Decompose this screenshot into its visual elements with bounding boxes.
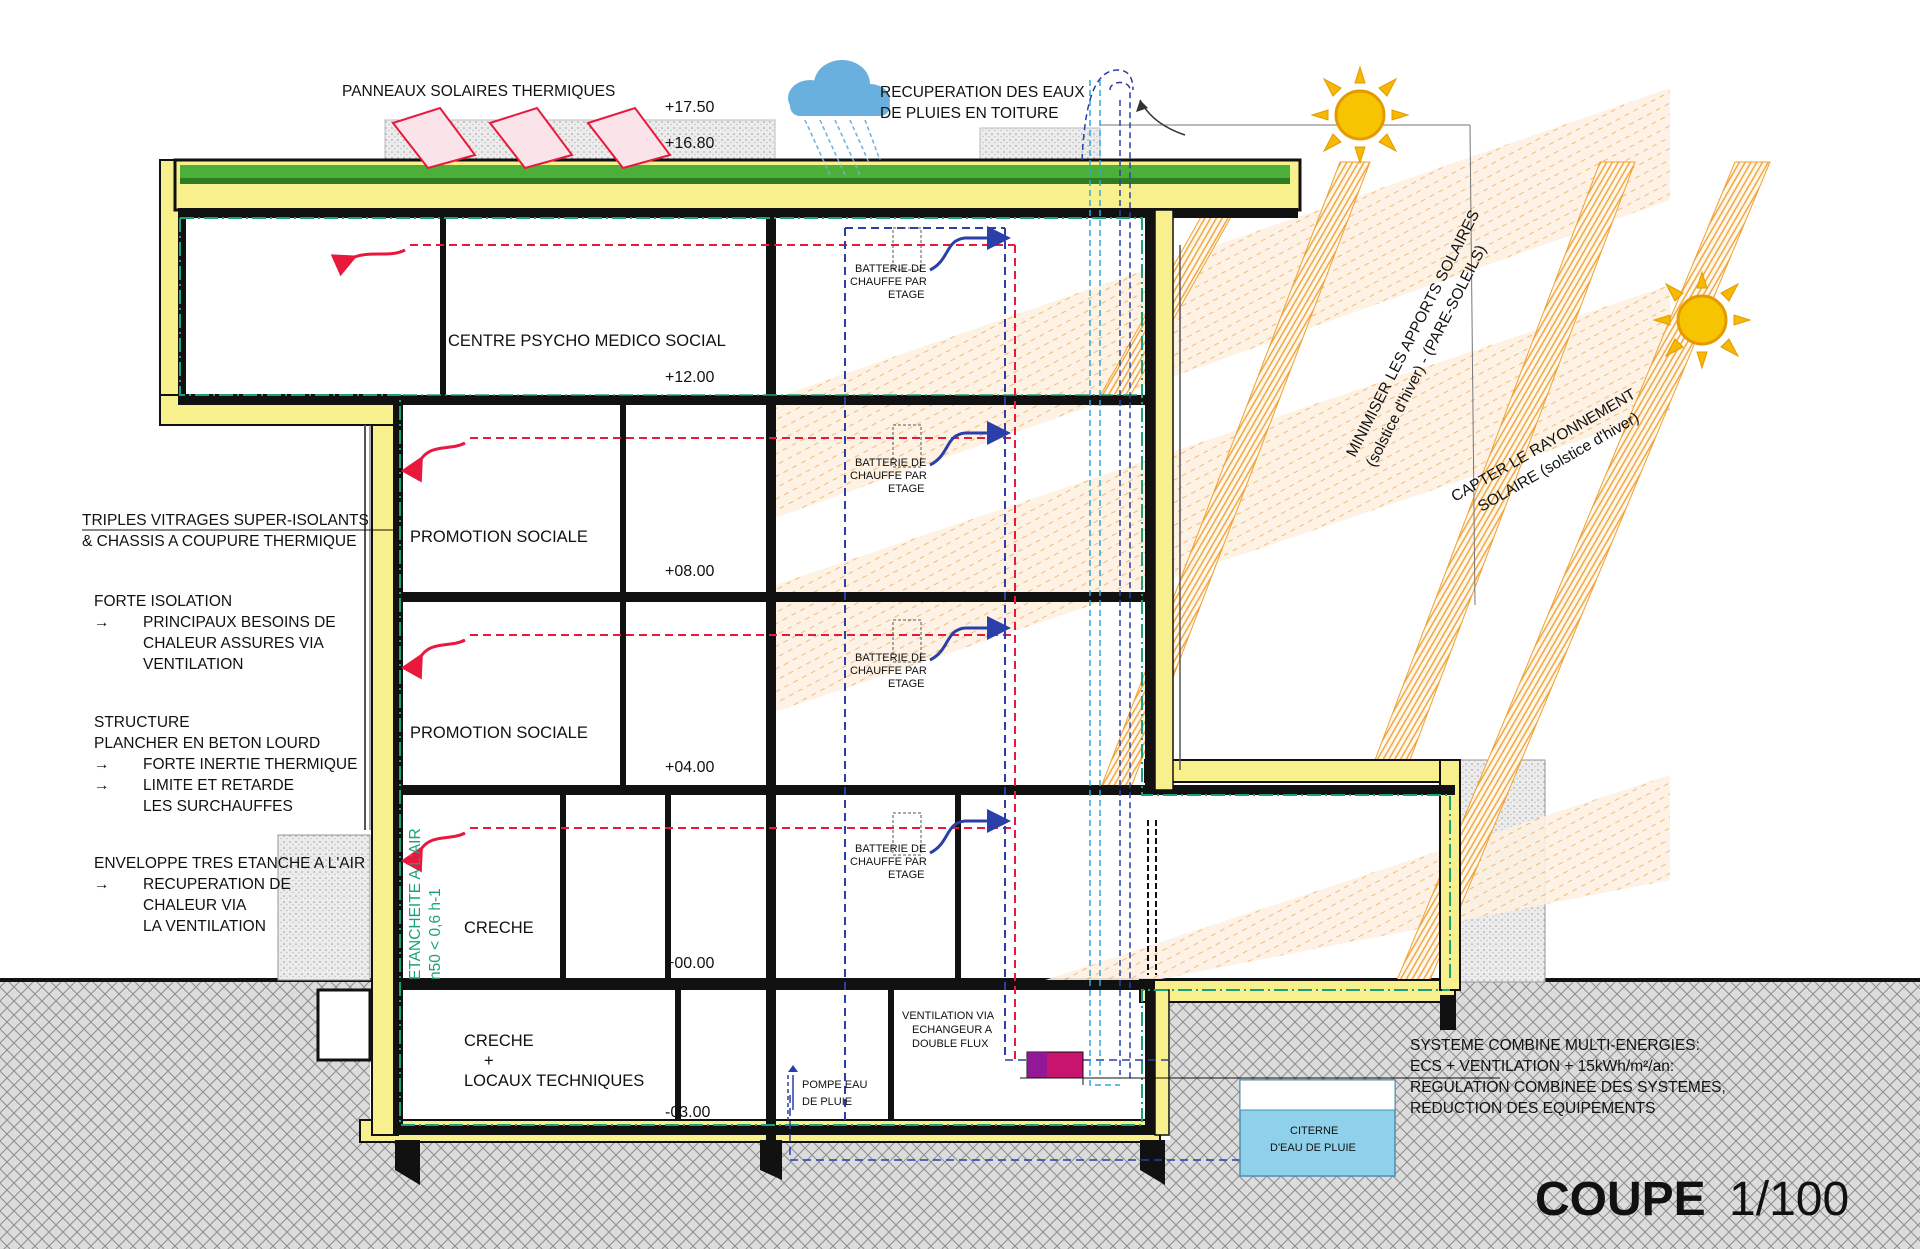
cloud-icon xyxy=(788,60,890,116)
svg-text:ECHANGEUR A: ECHANGEUR A xyxy=(912,1024,993,1036)
svg-text:CHAUFFE PAR: CHAUFFE PAR xyxy=(850,470,927,482)
svg-text:DOUBLE FLUX: DOUBLE FLUX xyxy=(912,1038,989,1050)
svg-text:BATTERIE DE: BATTERIE DE xyxy=(855,843,926,855)
heater-label-floor-0: BATTERIE DE CHAUFFE PAR ETAGE xyxy=(850,843,927,881)
heater-label-floor-1: BATTERIE DE CHAUFFE PAR ETAGE xyxy=(850,652,927,690)
svg-text:PLANCHER EN BETON LOURD: PLANCHER EN BETON LOURD xyxy=(94,735,320,752)
svg-text:LES SURCHAUFFES: LES SURCHAUFFES xyxy=(143,798,293,815)
level-label: -03.00 xyxy=(665,1104,710,1121)
rain-icon xyxy=(804,119,881,176)
system-note: SYSTEME COMBINE MULTI-ENERGIES: xyxy=(1410,1037,1700,1054)
svg-text:LA VENTILATION: LA VENTILATION xyxy=(143,918,266,935)
svg-text:FORTE INERTIE THERMIQUE: FORTE INERTIE THERMIQUE xyxy=(143,756,357,773)
system-note: REDUCTION DES EQUIPEMENTS xyxy=(1410,1100,1655,1117)
sun-icon xyxy=(1652,270,1752,370)
svg-text:→: → xyxy=(94,614,110,631)
level-label: +16.80 xyxy=(665,135,714,152)
room-label: LOCAUX TECHNIQUES xyxy=(464,1072,644,1090)
cistern-label: CITERNE xyxy=(1290,1125,1338,1137)
svg-text:BATTERIE DE: BATTERIE DE xyxy=(855,652,926,664)
sunshade-fins xyxy=(1094,161,1771,986)
airtight-label: ETANCHEITE A L'AIR xyxy=(407,828,424,980)
rain-recovery-label-2: DE PLUIES EN TOITURE xyxy=(880,105,1059,122)
room-label: + xyxy=(484,1052,494,1070)
svg-text:VENTILATION: VENTILATION xyxy=(143,656,243,673)
level-label: +17.50 xyxy=(665,99,714,116)
svg-text:CHAUFFE PAR: CHAUFFE PAR xyxy=(850,276,927,288)
heater-label-floor-2: BATTERIE DE CHAUFFE PAR ETAGE xyxy=(850,457,927,495)
system-note: REGULATION COMBINEE DES SYSTEMES, xyxy=(1410,1079,1726,1096)
rain-recovery-label-1: RECUPERATION DES EAUX xyxy=(880,84,1085,101)
structure-note: STRUCTURE xyxy=(94,714,190,731)
envelope-note: ENVELOPPE TRES ETANCHE A L'AIR xyxy=(94,855,365,872)
svg-text:ETAGE: ETAGE xyxy=(888,289,924,301)
svg-text:BATTERIE DE: BATTERIE DE xyxy=(855,457,926,469)
room-label: CRECHE xyxy=(464,919,534,937)
svg-text:BATTERIE DE: BATTERIE DE xyxy=(855,263,926,275)
sun-icon xyxy=(1310,65,1410,165)
svg-text:→: → xyxy=(94,777,110,794)
level-label: +04.00 xyxy=(665,759,714,776)
svg-text:LIMITE ET RETARDE: LIMITE ET RETARDE xyxy=(143,777,294,794)
level-label: +00.00 xyxy=(665,955,714,972)
pump-label: POMPE EAU xyxy=(802,1079,867,1091)
svg-text:ETAGE: ETAGE xyxy=(888,869,924,881)
level-label: +08.00 xyxy=(665,563,714,580)
svg-text:DE PLUIE: DE PLUIE xyxy=(802,1096,852,1108)
drawing-title: COUPE 1/100 xyxy=(1535,1173,1849,1226)
heater-label-floor-3: BATTERIE DE CHAUFFE PAR ETAGE xyxy=(850,263,927,301)
glazing-note: & CHASSIS A COUPURE THERMIQUE xyxy=(82,533,356,550)
ventilation-label: VENTILATION VIA xyxy=(902,1010,995,1022)
svg-text:→: → xyxy=(94,756,110,773)
room-label: CRECHE xyxy=(464,1032,534,1050)
svg-text:→: → xyxy=(94,876,110,893)
airtight-value: n50 < 0,6 h-1 xyxy=(427,888,444,980)
svg-text:RECUPERATION DE: RECUPERATION DE xyxy=(143,876,291,893)
svg-text:CHAUFFE PAR: CHAUFFE PAR xyxy=(850,665,927,677)
svg-text:CHALEUR VIA: CHALEUR VIA xyxy=(143,897,247,914)
svg-text:ETAGE: ETAGE xyxy=(888,678,924,690)
level-label: +12.00 xyxy=(665,369,714,386)
room-label: PROMOTION SOCIALE xyxy=(410,724,588,742)
svg-text:D'EAU DE PLUIE: D'EAU DE PLUIE xyxy=(1270,1142,1356,1154)
solar-panels-label: PANNEAUX SOLAIRES THERMIQUES xyxy=(342,83,615,100)
svg-text:ETAGE: ETAGE xyxy=(888,483,924,495)
svg-text:CHAUFFE PAR: CHAUFFE PAR xyxy=(850,856,927,868)
rainwater-cistern xyxy=(1239,1079,1396,1177)
system-note: ECS + VENTILATION + 15kWh/m²/an: xyxy=(1410,1058,1674,1075)
glazing-note: TRIPLES VITRAGES SUPER-ISOLANTS xyxy=(82,512,369,529)
room-label: PROMOTION SOCIALE xyxy=(410,528,588,546)
ventilation-ducts xyxy=(330,69,1500,1161)
room-label: CENTRE PSYCHO MEDICO SOCIAL xyxy=(448,332,726,350)
svg-text:PRINCIPAUX BESOINS DE: PRINCIPAUX BESOINS DE xyxy=(143,614,336,631)
building xyxy=(159,124,1476,1185)
svg-text:CHALEUR ASSURES VIA: CHALEUR ASSURES VIA xyxy=(143,635,325,652)
insulation-note: FORTE ISOLATION xyxy=(94,593,232,610)
solar-panel-icon xyxy=(391,106,672,170)
